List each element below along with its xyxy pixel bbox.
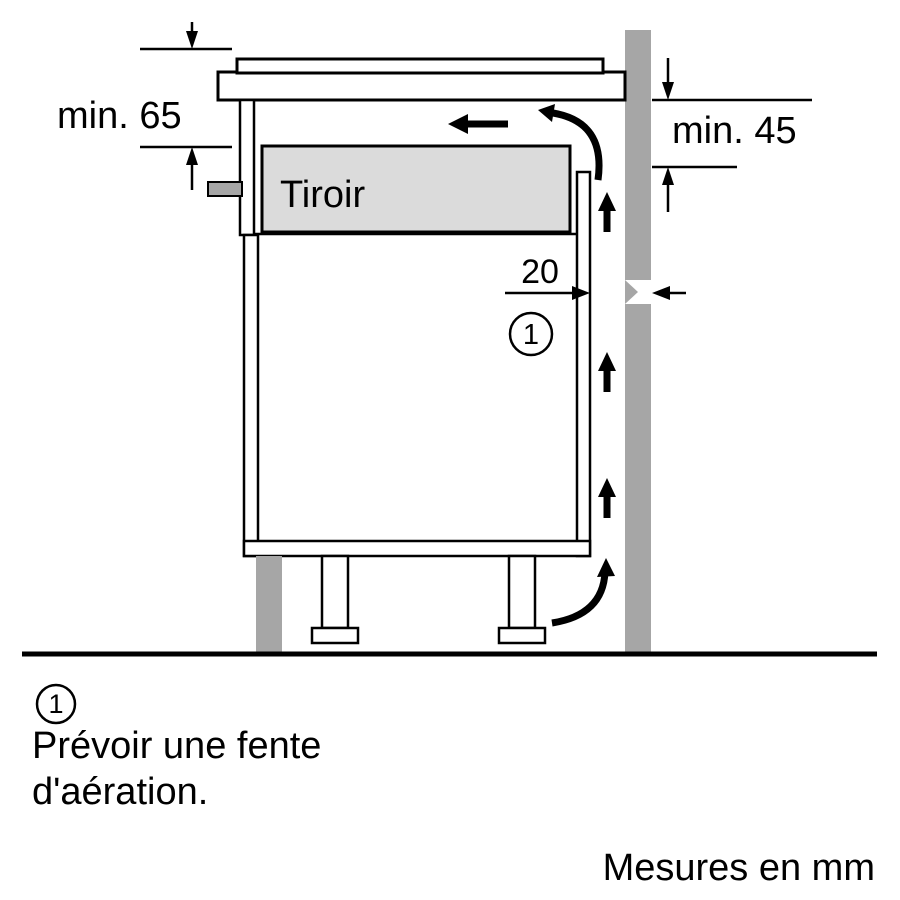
gap-20-label: 20 [521, 253, 559, 291]
airflow-up-arrow-icon [598, 192, 616, 211]
airflow-intake-shaft [551, 571, 609, 627]
note-circle-icon [35, 683, 77, 725]
units-label: Mesures en mm [603, 847, 875, 889]
arrow-up-icon [186, 147, 198, 165]
airflow-up-arrow-icon [598, 352, 616, 371]
airflow-curve-top-shaft [552, 109, 603, 181]
wall [625, 30, 651, 652]
arrow-down-icon [662, 82, 674, 100]
arrow-down-icon [186, 31, 198, 49]
min-65-label: min. 65 [57, 95, 182, 137]
drawer-label: Tiroir [280, 174, 365, 216]
note-line1: Prévoir une fente [32, 725, 321, 767]
dimension-min-45: min. 45 [652, 58, 812, 212]
airflow-arrows [448, 104, 616, 627]
cabinet-left-panel [242, 233, 260, 558]
cabinet-back-panel [575, 170, 592, 558]
wall-notch [625, 280, 651, 304]
arrow-right-icon [572, 286, 590, 300]
note-number: 1 [48, 689, 63, 719]
cabinet-leg-right [497, 554, 547, 645]
airflow-curve-top-arrow-icon [538, 104, 555, 122]
airflow-intake-arrow-icon [597, 558, 615, 577]
leg-foot [310, 626, 360, 645]
note-line2: d'aération. [32, 771, 208, 813]
callout-circle-icon [508, 311, 554, 357]
drawer [260, 144, 572, 234]
footnote: 1 Prévoir une fente d'aération. [32, 683, 321, 813]
dimension-min-65: min. 65 [57, 22, 232, 190]
airflow-up-arrow-icon [598, 478, 616, 497]
cabinet-bottom-panel [242, 539, 592, 558]
arrow-left-icon [652, 286, 670, 300]
leg-shaft [507, 554, 537, 630]
mains-connector [207, 181, 243, 197]
leg-shaft [320, 554, 350, 630]
hob-front-rail [238, 98, 256, 237]
arrow-up-icon [662, 167, 674, 185]
callout-number: 1 [523, 319, 539, 351]
hob-glass [235, 57, 605, 75]
plinth [256, 556, 282, 652]
callout-1: 1 [508, 311, 554, 357]
leg-foot [497, 626, 547, 645]
worktop [216, 70, 627, 102]
airflow-left-arrow-icon [448, 114, 468, 134]
min-45-label: min. 45 [672, 110, 797, 152]
dimension-gap-20: 20 [505, 253, 686, 300]
cabinet-leg-left [310, 554, 360, 645]
